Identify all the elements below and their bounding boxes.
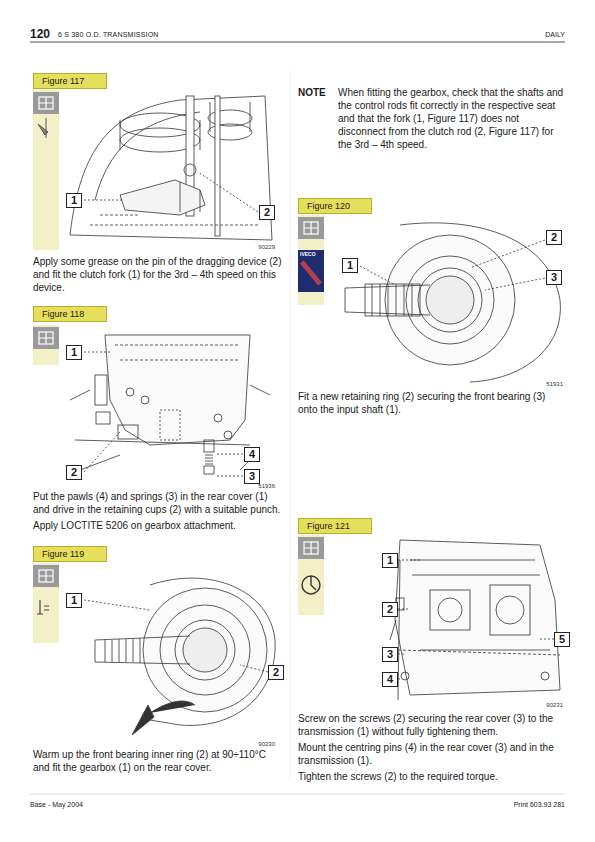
figure-code: 90230 xyxy=(258,741,275,747)
caption: Screw on the screws (2) securing the rea… xyxy=(298,712,565,738)
badge-text: IVECO xyxy=(300,251,316,258)
icon-column xyxy=(33,90,324,643)
callout-number: 2 xyxy=(268,665,284,680)
figure-label: Figure 118 xyxy=(42,309,84,319)
figure-label: Figure 121 xyxy=(307,521,350,531)
gearbox-fork-illustration xyxy=(70,96,272,240)
page-number: 120 xyxy=(30,27,50,43)
figure-code: 51936 xyxy=(258,483,275,489)
caption: Apply LOCTITE 5206 on gearbox attachment… xyxy=(33,519,283,532)
input-shaft-illustration xyxy=(345,223,560,382)
callout-number: 3 xyxy=(546,270,562,285)
model-name: DAILY xyxy=(545,30,565,39)
figure-code: 90229 xyxy=(258,244,275,250)
footer-text: Base - May 2004 xyxy=(30,800,83,809)
callout-number: 1 xyxy=(66,193,82,208)
callout-number: 1 xyxy=(66,345,82,360)
callout-number: 2 xyxy=(382,602,398,617)
caption: Tighten the screws (2) to the required t… xyxy=(298,770,565,783)
figure-band: Figure 118 xyxy=(33,306,107,322)
caption: Apply some grease on the pin of the drag… xyxy=(33,255,283,294)
caption: Mount the centring pins (4) in the rear … xyxy=(298,741,565,767)
rear-cover-illustration xyxy=(70,335,270,476)
caption: Warm up the front bearing inner ring (2)… xyxy=(33,748,283,774)
figure-band: Figure 117 xyxy=(33,73,107,89)
front-bearing-illustration xyxy=(84,578,275,735)
section-title: 6 S 380 O.D. TRANSMISSION xyxy=(58,30,159,39)
callout-number: 5 xyxy=(554,632,570,647)
figure-code: 51931 xyxy=(546,381,563,387)
figure-band: Figure 119 xyxy=(33,546,107,562)
footer-text: Print 603.93 281 xyxy=(514,800,565,809)
figure-label: Figure 119 xyxy=(42,549,84,559)
callout-number: 2 xyxy=(546,230,562,245)
figure-label: Figure 120 xyxy=(307,201,350,211)
figure-code: 90231 xyxy=(546,702,563,708)
rear-cover-fitting-illustration xyxy=(390,540,560,700)
note-text: When fitting the gearbox, check that the… xyxy=(338,86,565,151)
figure-band: Figure 120 xyxy=(298,198,372,214)
note-heading: NOTE xyxy=(298,86,326,99)
callout-number: 2 xyxy=(259,205,275,220)
figure-band: Figure 121 xyxy=(298,518,372,534)
callout-number: 3 xyxy=(244,469,260,484)
caption: Fit a new retaining ring (2) securing th… xyxy=(298,390,565,416)
callout-number: 4 xyxy=(244,447,260,462)
callout-number: 1 xyxy=(66,593,82,608)
header-rule xyxy=(30,42,565,43)
column-rule xyxy=(290,70,291,780)
callout-number: 2 xyxy=(66,465,82,480)
figure-label: Figure 117 xyxy=(42,76,84,86)
callout-number: 1 xyxy=(342,258,358,273)
callout-number: 4 xyxy=(382,672,398,687)
caption: Put the pawls (4) and springs (3) in the… xyxy=(33,490,283,516)
callout-number: 1 xyxy=(382,553,398,568)
callout-number: 3 xyxy=(382,647,398,662)
footer-rule xyxy=(30,794,565,795)
